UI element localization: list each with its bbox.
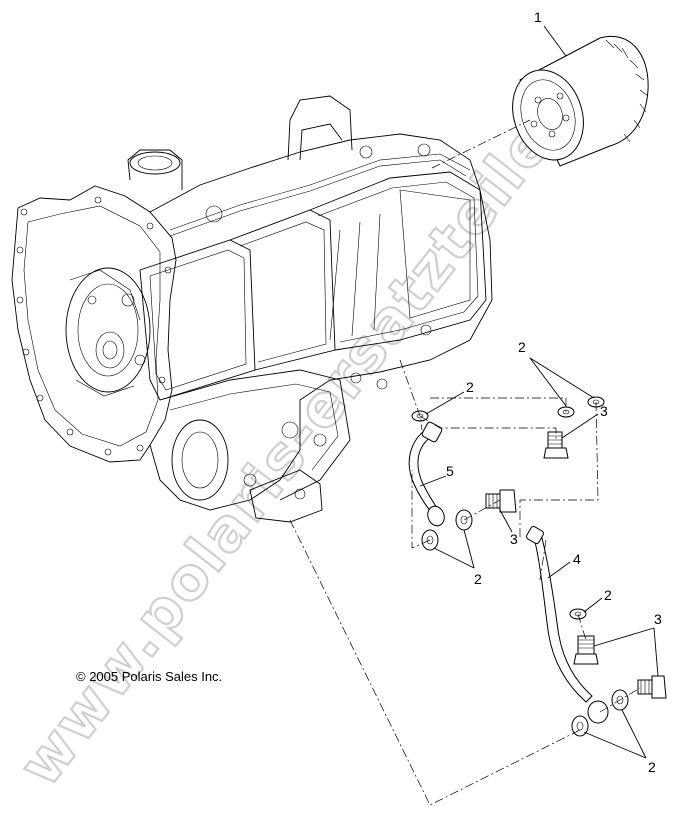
callout-2-washer-right-mid: 2: [604, 587, 612, 603]
callout-5-line: 5: [446, 463, 454, 479]
callout-2-washers-left-bottom: 2: [474, 571, 482, 587]
copyright-text: © 2005 Polaris Sales Inc.: [76, 669, 222, 684]
oil-line-4: [526, 526, 609, 724]
callout-line-3b: [499, 509, 513, 533]
oil-filter: [512, 35, 649, 167]
callout-line-2g: [583, 731, 647, 759]
callout-3-bolts-lower-right: 3: [654, 611, 662, 627]
callout-line-3c: [593, 627, 655, 647]
callout-line-2a: [529, 357, 567, 407]
callout-line-2f: [583, 597, 603, 613]
banjo-bolt-lower-1: [573, 635, 599, 665]
oil-line-5: [408, 421, 445, 527]
callout-2-washers-top-right: 2: [518, 339, 526, 355]
callout-line-2c: [425, 391, 465, 415]
callout-2-washer-top-left: 2: [466, 379, 474, 395]
callout-line-2h: [621, 709, 647, 759]
callout-1-filter: 1: [534, 9, 542, 25]
banjo-bolt-lower-2: [637, 675, 667, 699]
callout-line-3d: [653, 627, 659, 677]
callout-3-bolt-middle: 3: [510, 531, 518, 547]
callout-line-filter: [543, 25, 567, 57]
engine-crankcase: [11, 95, 493, 523]
washers: [411, 396, 629, 737]
callout-line-3a: [561, 413, 599, 439]
leader-filter-center: [431, 119, 531, 169]
callout-line-2e: [463, 529, 475, 569]
callout-line-2d: [433, 547, 475, 569]
callout-3-bolt-top: 3: [600, 403, 608, 419]
assembly-phantom-lines: [289, 359, 641, 806]
callout-line-5: [419, 475, 447, 487]
banjo-bolt-top: [543, 431, 569, 459]
banjo-bolt-middle: [485, 489, 517, 513]
callout-line-4: [547, 561, 571, 579]
callout-line-2b: [529, 357, 595, 399]
callout-4-line: 4: [573, 551, 581, 567]
callout-2-washers-bottom: 2: [648, 759, 656, 775]
